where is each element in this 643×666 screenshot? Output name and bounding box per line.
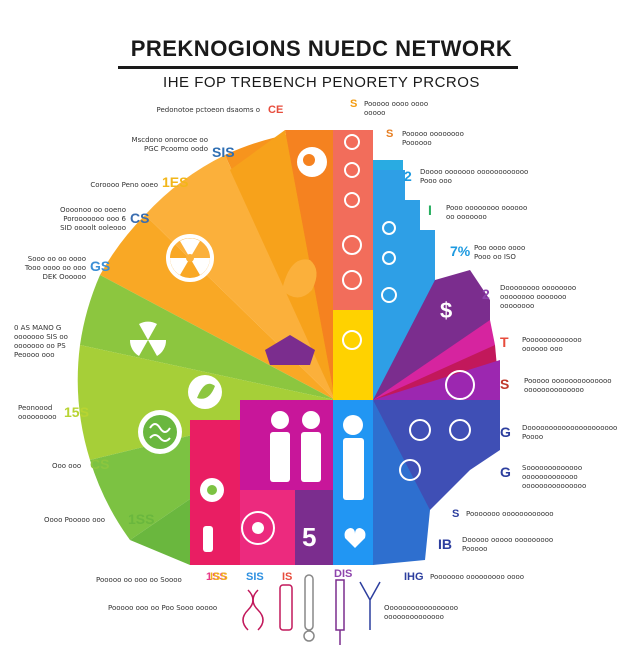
microbe-icon [297, 147, 327, 177]
radiation-icon-2 [129, 321, 167, 356]
left-label-4: Oooonoo oo ooeno Porooooooo ooo 6 SID oo… [60, 206, 126, 232]
left-label-5: Sooo oo oo oooo Tooo oooo oo ooo DEK Ooo… [24, 255, 86, 281]
left-number-10: 1SS [206, 571, 227, 583]
block-purple [295, 490, 335, 565]
right-number-3: 2 [404, 168, 412, 184]
right-label-3: Doooo ooooooo oooooooooooo Pooo ooo [420, 168, 529, 185]
block-pink [240, 490, 295, 565]
radiation-icon [166, 234, 214, 282]
center-number: 5 [302, 522, 316, 552]
right-number-6: 2 [482, 286, 490, 302]
left-number-2: SIS [212, 144, 235, 160]
bottom-number-4: DIS [334, 568, 353, 580]
medical-icons-column [342, 134, 475, 481]
dollar-icon: $ [440, 298, 452, 323]
left-label-11: Pooooo ooo oo Poo Sooo ooooo [108, 604, 218, 612]
left-label-7: Peonoood ooooooooo [18, 404, 57, 421]
syringe-icon [335, 579, 345, 645]
left-label-3: Coroooo Peno ooeo [90, 181, 158, 189]
dna-icon [242, 589, 264, 631]
right-label-4: Pooo oooooooo oooooo oo ooooooo [446, 204, 528, 221]
stethoscope-icon [359, 581, 381, 630]
right-number-8: S [500, 376, 510, 392]
right-label-10: Sooooooooooooo ooooooooooooo ooooooooooo… [522, 464, 587, 490]
left-label-9: Oooo Pooooo ooo [44, 516, 106, 524]
gear-icon [200, 478, 224, 502]
left-label-6: 0 AS MANO G ooooooo SIS oo ooooooo oo PS… [14, 324, 68, 359]
right-label-13: Pooooooo ooooooooo oooo [430, 573, 525, 581]
thermometer-icon [303, 574, 315, 642]
right-label-11: Pooooooo oooooooooooo [466, 510, 554, 518]
right-label-6: Doooooooo oooooooo oooooooo ooooooo oooo… [500, 284, 577, 310]
right-number-7: T [500, 334, 509, 350]
heart-icon [344, 528, 366, 548]
right-number-13: IHG [404, 571, 424, 583]
right-number-5: 7% [450, 243, 471, 259]
right-label-9: Dooooooooooooooooooooo Poooo [522, 424, 618, 441]
right-label-1: Pooooo oooo oooo ooooo [364, 100, 429, 117]
left-label-1: Pedonotoe pctoeon dsaoms o [156, 106, 261, 114]
bottom-number-2: SIS [246, 571, 264, 583]
bottom-number-1: ISS [210, 571, 228, 583]
inner-orange-2 [230, 130, 335, 400]
right-number-12: IB [438, 536, 452, 552]
right-label-2: Pooooo oooooooo Poooooo [402, 130, 464, 147]
right-blue-bottom [373, 400, 430, 565]
sector-green-top [80, 275, 335, 400]
left-label-2: Mscdono onorocoe oo PGC Pcoomo oodo [131, 136, 208, 153]
handshake-icon [282, 259, 317, 298]
left-label-8: Ooo ooo [52, 462, 82, 470]
left-number-8: CS [90, 456, 110, 472]
right-label-14: Ooooooooooooooooo oooooooooooooo [384, 604, 459, 621]
left-number-9: 1SS [128, 511, 155, 527]
strip-yellow [333, 310, 373, 400]
left-number-5: GS [90, 258, 111, 274]
person-icon [270, 411, 364, 500]
flask-icon [203, 526, 213, 552]
hand-icon [265, 335, 315, 365]
title-rule [118, 66, 518, 69]
page-title: PREKNOGIONS NUEDC NETWORK [130, 36, 513, 61]
bottom-number-3: IS [282, 571, 293, 583]
bottle-icon [279, 584, 293, 631]
left-number-4: CS [130, 210, 150, 226]
svg-text:$: $ [440, 298, 452, 323]
left-number-3: 1ES [162, 174, 189, 190]
lab-icon [241, 511, 275, 545]
right-number-2: S [386, 128, 394, 140]
right-label-7: Pooooooooooooo oooooo ooo [522, 336, 582, 353]
right-label-5: Poo oooo oooo Pooo oo ISO [474, 244, 526, 261]
page-subtitle: IHE FOP TREBENCH PENORETY PRCROS [163, 74, 480, 91]
left-number-7: 15S [64, 404, 89, 420]
right-number-1: S [350, 98, 358, 110]
brain-icon [138, 410, 182, 454]
right-label-12: Dooooo ooooo ooooooooo Pooooo [462, 536, 554, 553]
right-number-9: G [500, 424, 511, 440]
right-number-10: G [500, 464, 511, 480]
left-label-10: Pooooo oo ooo oo Soooo [96, 576, 182, 584]
left-number-1: CE [268, 104, 284, 116]
right-fan [373, 170, 500, 565]
right-number-4: I [428, 202, 432, 218]
leaf-icon [188, 375, 222, 409]
right-purple [373, 270, 490, 400]
right-label-8: Pooooo oooooooooooooo oooooooooooooo [524, 377, 612, 394]
right-number-11: S [452, 508, 460, 520]
